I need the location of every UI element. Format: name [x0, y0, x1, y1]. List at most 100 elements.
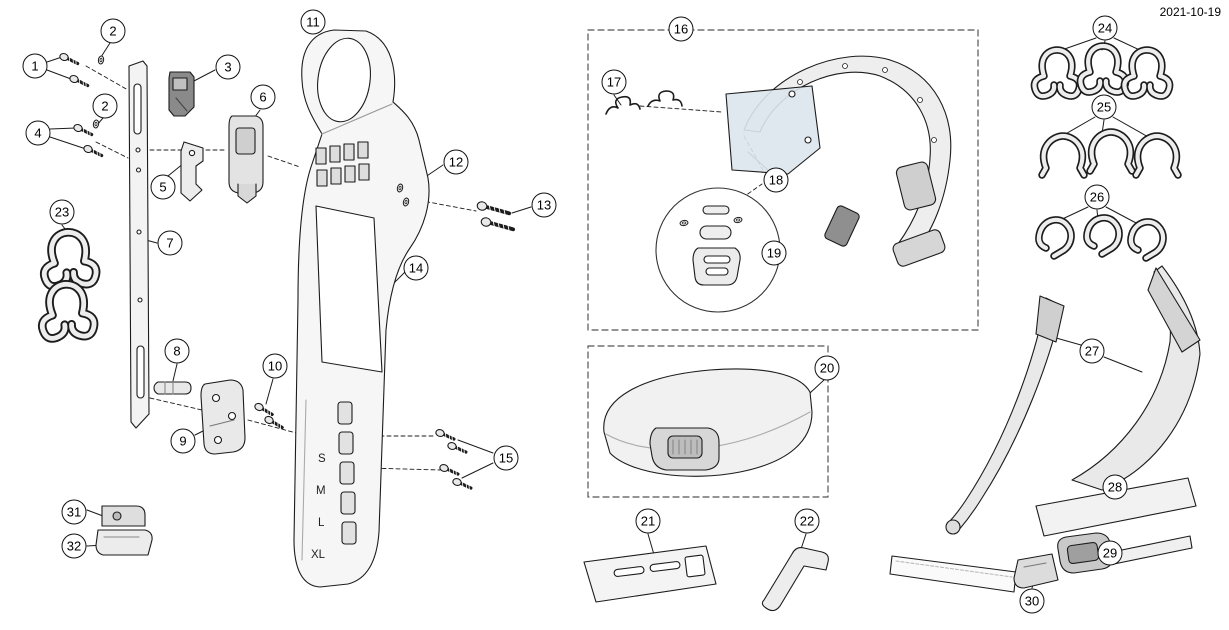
callout-label: 27 — [1084, 343, 1100, 359]
buckle-detail-circle — [655, 187, 781, 313]
detail-box-headband — [587, 345, 829, 498]
part-20-headband — [603, 368, 813, 477]
part-5-bracket — [180, 141, 204, 202]
callout-label: 1 — [31, 58, 39, 74]
callout-label: 28 — [1107, 479, 1123, 495]
callout-label: 2 — [101, 98, 109, 114]
callout-23[interactable]: 23 — [49, 199, 75, 225]
part-14-frame — [293, 29, 430, 588]
callout-27[interactable]: 27 — [1079, 338, 1105, 364]
part-13-screws — [474, 199, 517, 233]
callout-label: 7 — [166, 235, 174, 251]
frame-size-marks: S M L XL — [311, 453, 326, 561]
callout-13[interactable]: 13 — [531, 192, 557, 218]
callout-32[interactable]: 32 — [61, 533, 87, 559]
callout-label: 13 — [536, 197, 552, 213]
callout-label: 2 — [109, 23, 117, 39]
callout-label: 24 — [1097, 20, 1113, 36]
callout-label: 19 — [766, 245, 782, 261]
callout-label: 9 — [179, 433, 187, 449]
callout-label: 3 — [224, 59, 232, 75]
part-25-clips — [1042, 132, 1178, 175]
callout-22[interactable]: 22 — [794, 508, 820, 534]
part-10-screws — [252, 400, 286, 431]
callout-6[interactable]: 6 — [250, 84, 276, 110]
size-mark-xl: XL — [311, 549, 326, 561]
callout-label: 8 — [173, 343, 181, 359]
callout-2b[interactable]: 2 — [92, 93, 118, 119]
part-6-latch — [228, 115, 264, 204]
callout-label: 11 — [306, 14, 320, 30]
callout-14[interactable]: 14 — [403, 255, 429, 281]
callout-label: 12 — [448, 154, 464, 170]
callout-label: 5 — [159, 179, 167, 195]
callout-label: 26 — [1089, 189, 1105, 205]
callout-label: 10 — [267, 358, 283, 374]
callout-label: 21 — [640, 513, 656, 529]
part-30-clip — [1013, 553, 1059, 589]
callout-31[interactable]: 31 — [61, 499, 87, 525]
part-29-buckle — [1057, 532, 1193, 574]
callout-7[interactable]: 7 — [157, 230, 183, 256]
callout-30[interactable]: 30 — [1019, 588, 1045, 614]
callout-label: 4 — [34, 125, 42, 141]
part-31-clip — [101, 505, 146, 527]
callout-2a[interactable]: 2 — [100, 18, 126, 44]
callout-10[interactable]: 10 — [262, 353, 288, 379]
callout-29[interactable]: 29 — [1097, 540, 1123, 566]
part-21-strap — [583, 545, 717, 603]
part-8-pin — [153, 381, 192, 395]
callout-15[interactable]: 15 — [493, 445, 519, 471]
callout-16[interactable]: 16 — [668, 16, 694, 42]
callout-12[interactable]: 12 — [443, 149, 469, 175]
callout-label: 30 — [1024, 593, 1040, 609]
callout-label: 16 — [673, 21, 689, 37]
callout-label: 23 — [54, 204, 70, 220]
part-16-harness — [725, 55, 952, 267]
callout-1[interactable]: 1 — [22, 53, 48, 79]
callout-3[interactable]: 3 — [215, 54, 241, 80]
callout-21[interactable]: 21 — [635, 508, 661, 534]
part-9-plate — [200, 379, 246, 455]
part-24-clips — [1034, 46, 1169, 96]
part-17-clips — [605, 90, 683, 115]
callout-28[interactable]: 28 — [1102, 474, 1128, 500]
part-26-clips — [1039, 218, 1163, 258]
size-mark-s: S — [318, 453, 326, 465]
callout-label: 25 — [1096, 99, 1112, 115]
callout-24[interactable]: 24 — [1092, 15, 1118, 41]
leader-lines — [46, 33, 1151, 589]
callout-label: 22 — [799, 513, 815, 529]
part-23-clips — [39, 231, 97, 340]
callout-label: 17 — [606, 74, 622, 90]
strap-webbing — [889, 555, 1017, 593]
callout-8[interactable]: 8 — [164, 338, 190, 364]
callout-11[interactable]: 11 — [300, 9, 326, 35]
detail-box-harness — [587, 29, 979, 331]
callout-5[interactable]: 5 — [150, 174, 176, 200]
revision-date: 2021-10-19 — [1159, 5, 1221, 19]
callout-label: 20 — [819, 360, 835, 376]
part-32-base — [95, 529, 153, 556]
callout-19[interactable]: 19 — [761, 240, 787, 266]
callout-17[interactable]: 17 — [601, 69, 627, 95]
callout-25[interactable]: 25 — [1091, 94, 1117, 120]
callout-18[interactable]: 18 — [763, 167, 789, 193]
callout-4[interactable]: 4 — [25, 120, 51, 146]
callout-label: 18 — [768, 172, 784, 188]
part-15-screws — [433, 426, 474, 492]
callout-label: 31 — [66, 504, 82, 520]
callout-label: 6 — [259, 89, 267, 105]
part-28-band — [1035, 477, 1197, 537]
callout-label: 14 — [408, 260, 424, 276]
size-mark-l: L — [318, 517, 325, 529]
callout-9[interactable]: 9 — [170, 428, 196, 454]
size-mark-m: M — [316, 485, 326, 497]
callout-label: 32 — [66, 538, 82, 554]
part-22-hook — [761, 547, 829, 612]
part-7-rail — [128, 60, 150, 429]
callout-26[interactable]: 26 — [1084, 184, 1110, 210]
callout-20[interactable]: 20 — [814, 355, 840, 381]
